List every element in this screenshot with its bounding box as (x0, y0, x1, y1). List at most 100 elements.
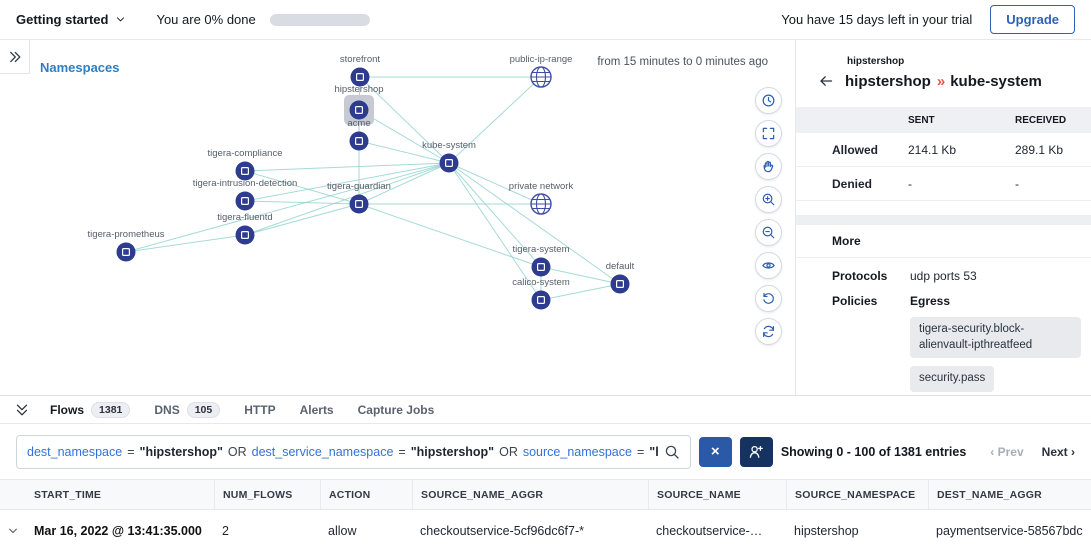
clear-filter-button[interactable]: × (698, 436, 732, 467)
search-icon (665, 445, 679, 459)
column-header-source_namespace[interactable]: SOURCE_NAMESPACE (786, 480, 928, 509)
graph-node-hipstershop[interactable]: hipstershop (334, 84, 384, 125)
next-page-button[interactable]: Next › (1041, 444, 1075, 459)
tab-label: HTTP (244, 402, 276, 417)
protocols-row: Protocols udp ports 53 (796, 258, 1091, 283)
graph-node-default[interactable]: default (606, 261, 635, 294)
getting-started-dropdown[interactable]: Getting started (16, 12, 126, 27)
tab-alerts[interactable]: Alerts (300, 403, 334, 417)
fit-screen-button[interactable] (755, 120, 782, 147)
getting-started-label: Getting started (16, 12, 109, 27)
details-panel: hipstershop hipstershop » kube-system SE… (795, 40, 1091, 395)
tab-count-badge: 105 (186, 401, 221, 418)
policy-pill[interactable]: tigera-security.block-alienvault-ipthrea… (910, 317, 1081, 359)
graph-edge (244, 203, 360, 236)
policies-row: Policies Egress tigera-security.block-al… (796, 283, 1091, 395)
collapse-panel-toggle[interactable] (14, 402, 30, 418)
undo-button[interactable] (755, 285, 782, 312)
graph-node-calico-system[interactable]: calico-system (512, 277, 570, 310)
graph-node-tigera-compliance[interactable]: tigera-compliance (208, 148, 283, 181)
filter-token-field: dest_service_namespace (251, 444, 394, 459)
stats-col-received: RECEIVED (1015, 114, 1067, 126)
eye-icon (762, 262, 775, 269)
pan-hand-button[interactable] (755, 153, 782, 180)
tab-http[interactable]: HTTP (244, 403, 275, 417)
graph-edge (540, 283, 621, 301)
graph-edge (125, 162, 450, 253)
details-title: hipstershop » kube-system (845, 73, 1042, 90)
expand-sidebar-toggle[interactable] (0, 40, 30, 74)
pagination-summary: Showing 0 - 100 of 1381 entries (780, 444, 967, 459)
graph-edge (244, 200, 360, 205)
details-title-source: hipstershop (845, 72, 931, 90)
graph-node-label: acme (347, 118, 370, 129)
graph-edge (359, 76, 450, 164)
graph-node-label: hipstershop (334, 84, 383, 95)
graph-node-label: calico-system (512, 277, 570, 288)
chevron-down-icon-slot (115, 14, 126, 25)
section-divider (796, 215, 1091, 225)
graph-edge (244, 162, 450, 236)
protocols-value: udp ports 53 (910, 269, 977, 283)
graph-node-storefront[interactable]: storefront (340, 54, 380, 87)
column-header-dest_name_aggr[interactable]: DEST_NAME_AGGR (928, 480, 1091, 509)
zoom-in-button[interactable] (755, 186, 782, 213)
clock-button[interactable] (755, 87, 782, 114)
graph-node-public-ip-range[interactable]: public-ip-range (510, 54, 573, 88)
graph-node-tigera-intrusion-detection[interactable]: tigera-intrusion-detection (193, 178, 298, 211)
graph-edge (358, 140, 450, 164)
graph-edge (448, 76, 542, 164)
eye-button[interactable] (755, 252, 782, 279)
graph-node-tigera-prometheus[interactable]: tigera-prometheus (87, 229, 165, 262)
tab-capture-jobs[interactable]: Capture Jobs (358, 403, 435, 417)
protocols-label: Protocols (832, 269, 888, 283)
graph-node-acme[interactable]: acme (347, 118, 371, 151)
graph-node-tigera-fluentd[interactable]: tigera-fluentd (217, 212, 273, 245)
cell-source_name: checkoutservice-… (656, 523, 763, 538)
filter-token-value: "hipstershop" (139, 444, 223, 459)
row-expand-toggle[interactable] (0, 525, 26, 537)
policy-pill[interactable]: security.pass (910, 366, 995, 392)
policies-label: Policies (832, 294, 878, 308)
graph-node-label: private network (509, 181, 574, 192)
back-button[interactable] (816, 71, 836, 91)
topology-svg[interactable]: storefront public-ip-range hipstershop acme… (0, 40, 795, 395)
column-header-start_time[interactable]: START_TIME (34, 488, 102, 501)
column-header-source_name[interactable]: SOURCE_NAME (648, 480, 786, 509)
traffic-stats-table: SENT RECEIVED Allowed 214.1 Kb 289.1 Kb … (796, 107, 1091, 201)
stats-col-sent: SENT (908, 114, 935, 126)
add-user-filter-button[interactable] (739, 436, 773, 467)
chevron-down-icon (9, 528, 17, 533)
graph-node-private-network[interactable]: private network (509, 181, 574, 215)
filter-token-field: dest_namespace (27, 444, 123, 459)
graph-node-label: tigera-guardian (327, 181, 391, 192)
column-header-num_flows[interactable]: NUM_FLOWS (214, 480, 320, 509)
clock-icon (762, 94, 775, 107)
column-header-action[interactable]: ACTION (320, 480, 412, 509)
fit-screen-icon (762, 127, 775, 140)
upgrade-button[interactable]: Upgrade (990, 5, 1075, 34)
cell-action: allow (328, 523, 357, 538)
graph-node-tigera-system[interactable]: tigera-system (512, 244, 570, 277)
graph-node-label: tigera-fluentd (217, 212, 272, 223)
zoom-out-button[interactable] (755, 219, 782, 246)
column-header-source_name_aggr[interactable]: SOURCE_NAME_AGGR (412, 480, 648, 509)
cell-source_namespace: hipstershop (794, 523, 859, 538)
refresh-button[interactable] (755, 318, 782, 345)
filter-token-field: source_namespace (522, 444, 632, 459)
graph-node-label: tigera-intrusion-detection (193, 178, 298, 189)
undo-icon (763, 292, 774, 304)
stats-row-denied: Denied - - (796, 167, 1091, 201)
filter-token-op: = (398, 444, 406, 459)
prev-page-button[interactable]: ‹ Prev (990, 444, 1024, 459)
cell-source_name_aggr: checkoutservice-5cf96dc6f7-* (420, 523, 584, 538)
graph-node-tigera-guardian[interactable]: tigera-guardian (327, 181, 391, 214)
graph-node-kube-system[interactable]: kube-system (422, 140, 476, 173)
pan-hand-icon (763, 160, 774, 173)
chevrons-down-icon (16, 404, 28, 415)
